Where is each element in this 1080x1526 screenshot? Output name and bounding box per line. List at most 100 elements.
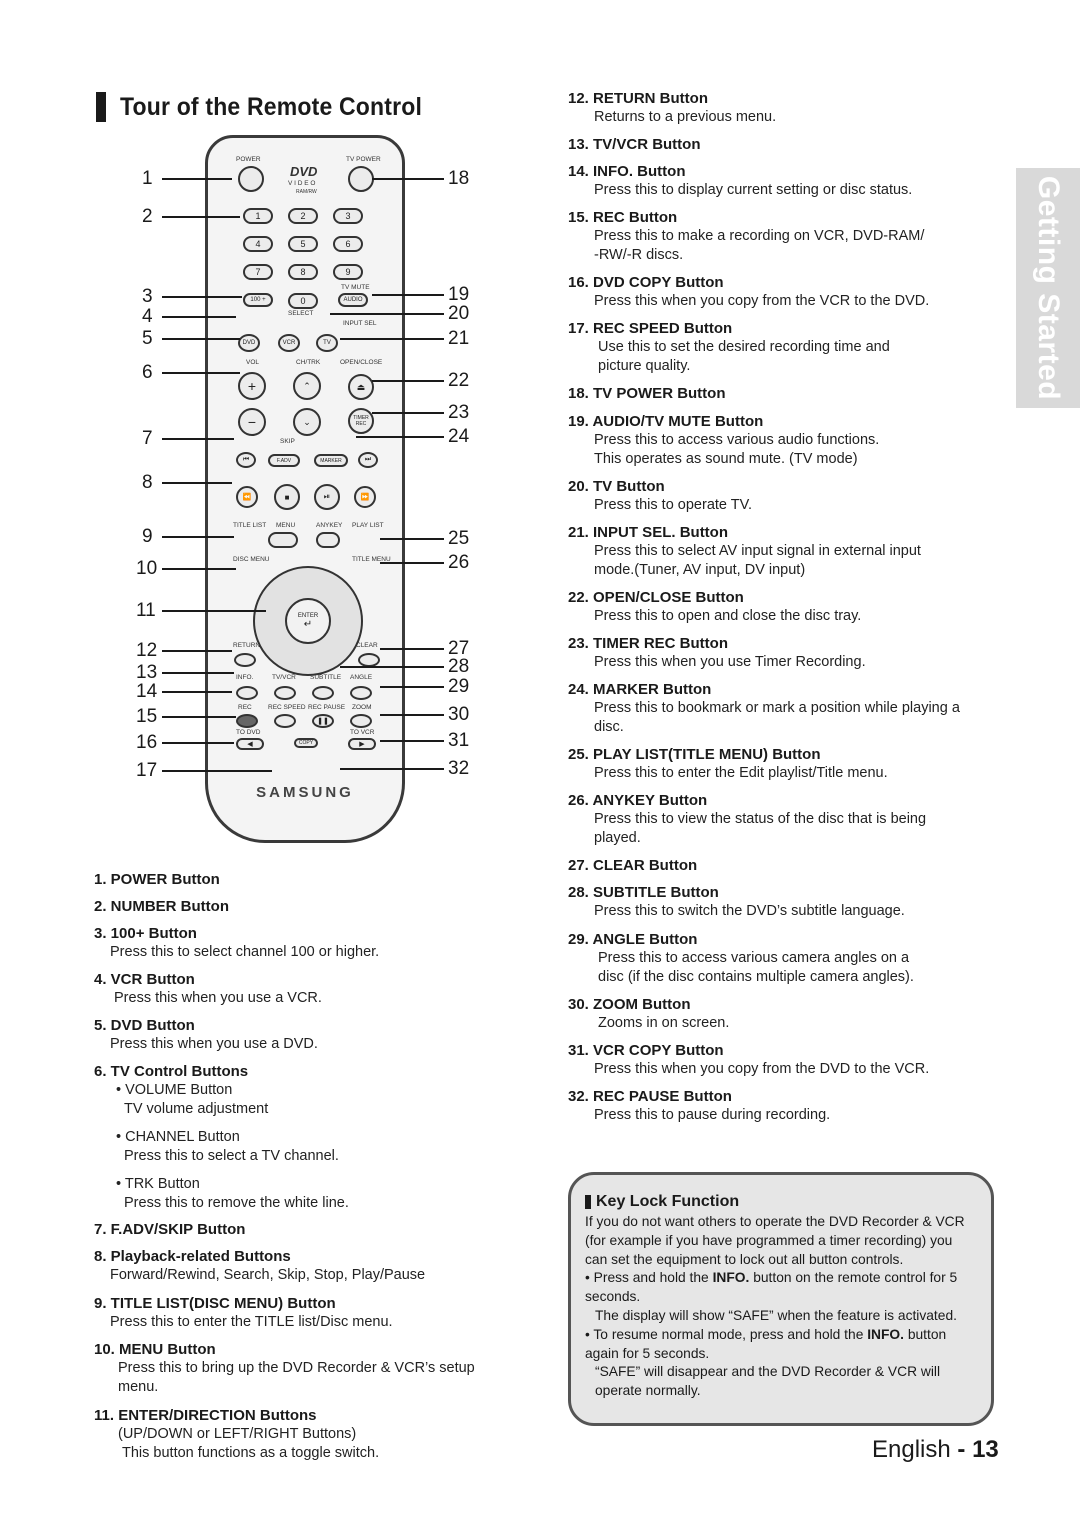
tv-vcr-button[interactable] <box>274 686 296 700</box>
number-1-button[interactable]: 1 <box>243 208 273 224</box>
number-3-button[interactable]: 3 <box>333 208 363 224</box>
return-label: RETURN <box>233 642 261 649</box>
callout-1: 1 <box>142 168 153 189</box>
copy-button[interactable]: COPY <box>294 738 318 748</box>
list-item-16: 16. DVD COPY Button Press this when you … <box>568 273 929 311</box>
hundred-plus-button[interactable]: 100 + <box>243 293 273 307</box>
item-title: 26. ANYKEY Button <box>568 792 708 809</box>
subtitle-button[interactable] <box>312 686 334 700</box>
number-5-button[interactable]: 5 <box>288 236 318 252</box>
info-button[interactable] <box>236 686 258 700</box>
tv-button[interactable]: TV <box>316 334 338 352</box>
item-title: 9. TITLE LIST(DISC MENU) Button <box>94 1295 336 1312</box>
ch-trk-label: CH/TRK <box>296 359 321 366</box>
heading-marker <box>585 1195 591 1209</box>
play-pause-button[interactable]: ⏯ <box>314 484 340 510</box>
rec-pause-button[interactable]: ❚❚ <box>312 714 334 728</box>
clear-button[interactable] <box>358 653 380 667</box>
zoom-button[interactable] <box>350 714 372 728</box>
item-spacer <box>94 1119 349 1128</box>
callout-31: 31 <box>448 730 470 751</box>
skip-back-button[interactable]: ⏮ <box>236 452 256 468</box>
list-item-3: 3. 100+ Button Press this to select chan… <box>94 924 379 962</box>
item-title: 6. TV Control Buttons <box>94 1063 249 1080</box>
to-vcr-label: TO VCR <box>350 729 375 736</box>
open-close-label: OPEN/CLOSE <box>340 359 383 366</box>
item-desc: Press this to access various camera angl… <box>598 950 910 966</box>
number-0-button[interactable]: 0 <box>288 293 318 309</box>
remote-body: POWER TV POWER DVD V I D E O RAM/RW 1 2 … <box>205 135 405 843</box>
callout-22: 22 <box>448 370 470 391</box>
open-close-button[interactable]: ⏏ <box>348 374 374 400</box>
item-title: 12. RETURN Button <box>568 90 708 107</box>
channel-down-button[interactable]: ⌄ <box>293 408 321 436</box>
dvd-logo: DVD <box>290 164 318 179</box>
tv-power-button[interactable] <box>348 166 374 192</box>
item-title: 31. VCR COPY Button <box>568 1042 724 1059</box>
callout-5: 5 <box>142 328 153 349</box>
audio-button[interactable]: AUDIO <box>338 293 368 307</box>
list-item-8: 8. Playback-related Buttons Forward/Rewi… <box>94 1247 425 1285</box>
item-desc: • CHANNEL Button <box>116 1129 240 1145</box>
key-lock-box: Key Lock Function If you do not want oth… <box>568 1172 994 1426</box>
return-button[interactable] <box>234 653 256 667</box>
enter-button[interactable]: ENTER ↵ <box>285 598 331 644</box>
number-6-button[interactable]: 6 <box>333 236 363 252</box>
timer-rec-button[interactable]: TIMER REC <box>348 408 374 434</box>
list-item-27: 27. CLEAR Button <box>568 856 697 875</box>
leader-line <box>162 316 236 318</box>
vol-label: VOL <box>246 359 260 366</box>
tv-power-label: TV POWER <box>346 156 381 163</box>
vcr-button[interactable]: VCR <box>278 334 300 352</box>
stop-button[interactable]: ■ <box>274 484 300 510</box>
leader-line <box>380 562 444 564</box>
leader-line <box>162 438 234 440</box>
anykey-label: ANYKEY <box>316 522 343 529</box>
item-title: 1. POWER Button <box>94 871 220 888</box>
rec-speed-label: REC SPEED <box>268 704 306 711</box>
marker-button[interactable]: MARKER <box>314 454 348 467</box>
volume-down-button[interactable]: − <box>238 408 266 436</box>
fast-forward-button[interactable]: ⏩ <box>354 486 376 508</box>
list-item-13: 13. TV/VCR Button <box>568 135 701 154</box>
number-7-button[interactable]: 7 <box>243 264 273 280</box>
angle-button[interactable] <box>350 686 372 700</box>
item-desc: Press this to operate TV. <box>594 497 752 513</box>
list-item-22: 22. OPEN/CLOSE Button Press this to open… <box>568 588 861 626</box>
number-9-button[interactable]: 9 <box>333 264 363 280</box>
power-button[interactable] <box>238 166 264 192</box>
item-spacer <box>94 1166 349 1175</box>
item-desc: Press this when you copy from the VCR to… <box>594 293 930 309</box>
dvd-copy-button[interactable]: ◀ <box>236 738 264 750</box>
number-8-button[interactable]: 8 <box>288 264 318 280</box>
list-item-10: 10. MENU Button Press this to bring up t… <box>94 1340 475 1397</box>
leader-line <box>162 716 236 718</box>
rec-button[interactable] <box>236 714 258 728</box>
item-title: 27. CLEAR Button <box>568 857 698 874</box>
leader-line <box>162 372 240 374</box>
channel-up-button[interactable]: ⌃ <box>293 372 321 400</box>
item-desc: (UP/DOWN or LEFT/RIGHT Buttons) <box>118 1426 357 1442</box>
bullet-2-bold: INFO. <box>867 1326 904 1342</box>
select-label: SELECT <box>288 310 314 317</box>
ram-rw-logo: RAM/RW <box>296 189 317 195</box>
callout-17: 17 <box>136 760 158 781</box>
item-title: 7. F.ADV/SKIP Button <box>94 1221 246 1238</box>
f-adv-button[interactable]: F.ADV <box>268 454 300 467</box>
number-4-button[interactable]: 4 <box>243 236 273 252</box>
rec-speed-button[interactable] <box>274 714 296 728</box>
list-item-18: 18. TV POWER Button <box>568 384 726 403</box>
item-title: 28. SUBTITLE Button <box>568 884 719 901</box>
dvd-button[interactable]: DVD <box>238 334 260 352</box>
rec-label: REC <box>238 704 252 711</box>
anykey-button[interactable] <box>316 532 340 548</box>
skip-forward-button[interactable]: ⏭ <box>358 452 378 468</box>
item-desc: Press this to view the status of the dis… <box>594 811 927 827</box>
vcr-copy-button[interactable]: ▶ <box>348 738 376 750</box>
rewind-button[interactable]: ⏪ <box>236 486 258 508</box>
menu-button[interactable] <box>268 532 298 548</box>
list-item-4: 4. VCR Button Press this when you use a … <box>94 970 322 1008</box>
volume-up-button[interactable]: + <box>238 372 266 400</box>
direction-pad[interactable]: ENTER ↵ <box>253 566 363 676</box>
number-2-button[interactable]: 2 <box>288 208 318 224</box>
